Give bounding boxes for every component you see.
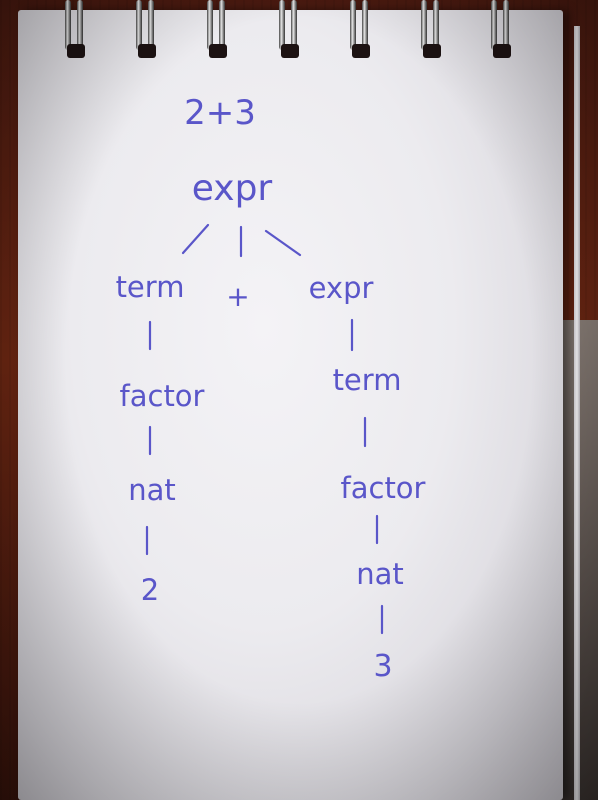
spiral-ring bbox=[488, 0, 516, 62]
spiral-ring bbox=[347, 0, 375, 62]
node-digit-3: 3 bbox=[373, 649, 392, 684]
spiral-ring bbox=[418, 0, 446, 62]
node-factor-left: factor bbox=[120, 379, 205, 413]
expression-title: 2+3 bbox=[184, 93, 256, 133]
node-expr-right: expr bbox=[309, 271, 374, 305]
spiral-ring bbox=[204, 0, 232, 62]
node-term-left: term bbox=[116, 270, 185, 304]
branch-root-left bbox=[181, 223, 210, 255]
node-plus: + bbox=[226, 280, 249, 313]
node-digit-2: 2 bbox=[141, 573, 159, 607]
spiral-ring bbox=[133, 0, 161, 62]
page-edge bbox=[574, 26, 580, 800]
spiral-ring bbox=[62, 0, 90, 62]
node-factor-right: factor bbox=[341, 471, 426, 505]
branch-root-right bbox=[264, 229, 302, 257]
node-nat-right: nat bbox=[356, 557, 404, 591]
tree-root-expr: expr bbox=[192, 168, 273, 209]
spiral-ring bbox=[276, 0, 304, 62]
node-term-right: term bbox=[333, 363, 402, 397]
node-nat-left: nat bbox=[128, 473, 176, 507]
notebook-page bbox=[18, 10, 563, 800]
spiral-binding bbox=[18, 0, 563, 70]
